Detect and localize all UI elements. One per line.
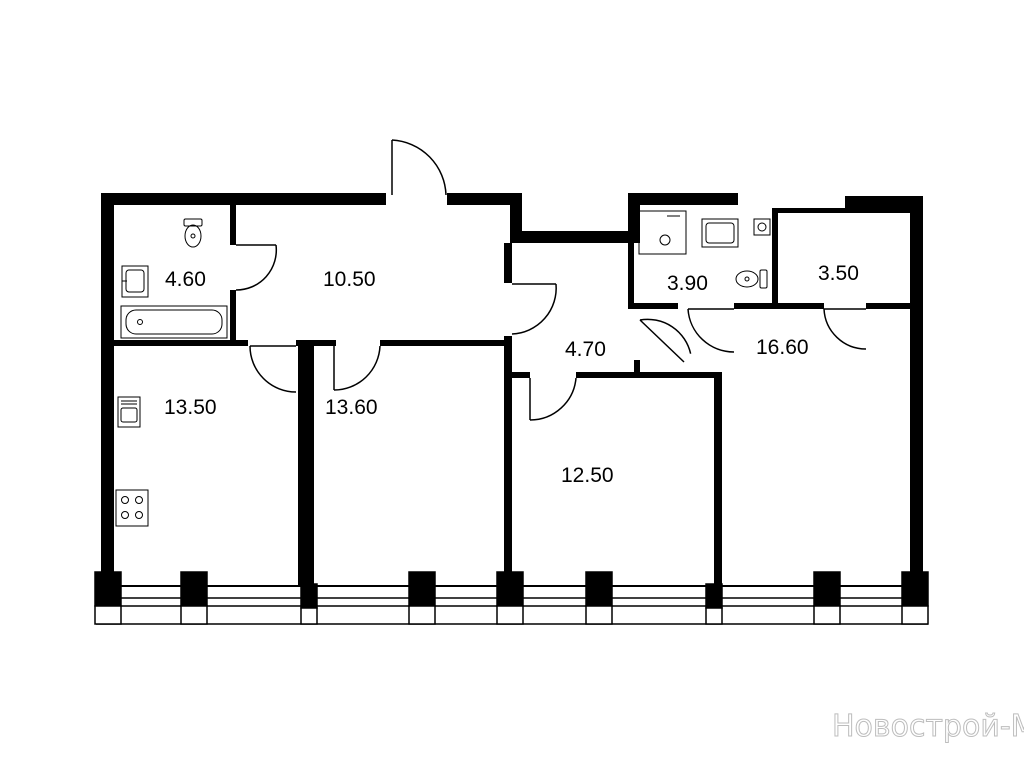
wall-bath-bottom xyxy=(114,340,248,346)
bathroom-door xyxy=(235,244,278,291)
wall-bed1-left xyxy=(306,340,314,585)
pier xyxy=(180,571,208,607)
pier-base xyxy=(901,605,929,625)
pier-base xyxy=(300,607,318,625)
pier-base xyxy=(585,605,613,625)
pier-base xyxy=(94,605,122,625)
wall-bath-right-lower xyxy=(230,290,236,346)
room-area-shower: 3.90 xyxy=(667,272,708,295)
sink-icon xyxy=(121,265,149,298)
wall-bed2-top-right xyxy=(576,372,722,378)
window-piers xyxy=(94,571,929,625)
room-area-corridor: 4.70 xyxy=(565,338,606,361)
corridor-door xyxy=(511,283,557,335)
wall-step-left xyxy=(510,193,522,243)
pier-base xyxy=(180,605,208,625)
sink-icon xyxy=(701,218,739,248)
toilet-icon xyxy=(183,218,203,248)
pier xyxy=(300,583,318,609)
pier xyxy=(901,571,929,607)
wall-step-right xyxy=(628,193,640,243)
room-area-bedroom-1: 13.60 xyxy=(325,396,378,419)
pier xyxy=(94,571,122,607)
pier-base xyxy=(813,605,841,625)
pier-base xyxy=(705,607,723,625)
wall-corridor-right xyxy=(634,360,640,374)
wall-top-mid xyxy=(447,193,522,205)
room-labels: 4.60 10.50 13.50 13.60 4.70 12.50 3.90 3… xyxy=(164,262,859,487)
wall-bath-right-upper xyxy=(230,205,236,245)
wall-shower-bottom xyxy=(628,303,678,309)
wall-shower-bottom-r xyxy=(734,303,824,309)
stove-icon xyxy=(115,489,149,527)
room-area-kitchen: 13.50 xyxy=(164,396,217,419)
wall-closet-top xyxy=(772,208,912,213)
wall-left xyxy=(101,193,114,578)
wall-corridor-left-upper xyxy=(504,243,512,283)
kitchen-door xyxy=(249,345,297,393)
bedroom-1-door xyxy=(333,345,381,391)
kitchen-sink-icon xyxy=(117,396,141,428)
wall-top-far-right xyxy=(845,196,923,208)
wall-shower-right xyxy=(772,208,778,308)
room-area-hallway: 10.50 xyxy=(323,268,376,291)
wall-right xyxy=(910,196,923,578)
shower-icon xyxy=(638,210,687,255)
wall-step-top xyxy=(510,231,640,243)
pier xyxy=(408,571,436,607)
interior-walls xyxy=(114,205,912,586)
bedroom-2-door xyxy=(529,377,577,421)
wall-closet-bottom xyxy=(866,303,912,309)
pier xyxy=(585,571,613,607)
doors xyxy=(235,139,867,421)
wall-hall-bottom-b xyxy=(380,340,510,346)
closet-door xyxy=(823,308,867,350)
wall-top-right xyxy=(628,193,738,205)
pier xyxy=(813,571,841,607)
wall-bed2-right xyxy=(714,372,722,585)
pier-base xyxy=(496,605,524,625)
bedroom-3-door xyxy=(687,308,735,353)
fixtures xyxy=(115,210,771,527)
wall-bed2-top-left xyxy=(510,372,530,378)
pipe-icon xyxy=(753,218,771,236)
exterior-walls xyxy=(101,193,923,578)
wall-corridor-left-lower xyxy=(504,336,512,586)
pier xyxy=(496,571,524,607)
toilet-icon xyxy=(735,269,768,289)
wall-kitchen-right xyxy=(298,340,306,585)
bathtub-icon xyxy=(120,305,228,339)
watermark: Новострой-М xyxy=(832,709,1024,744)
room-area-bathroom: 4.60 xyxy=(165,268,206,291)
pier xyxy=(705,583,723,609)
room-area-closet: 3.50 xyxy=(818,262,859,285)
room-area-bedroom-3: 16.60 xyxy=(756,336,809,359)
wall-shower-left xyxy=(628,243,634,309)
wall-hall-bottom-a xyxy=(296,340,336,346)
wall-top-left xyxy=(101,193,386,205)
shower-door xyxy=(639,318,692,363)
pier-base xyxy=(408,605,436,625)
entrance-door xyxy=(391,139,447,196)
room-area-bedroom-2: 12.50 xyxy=(561,464,614,487)
